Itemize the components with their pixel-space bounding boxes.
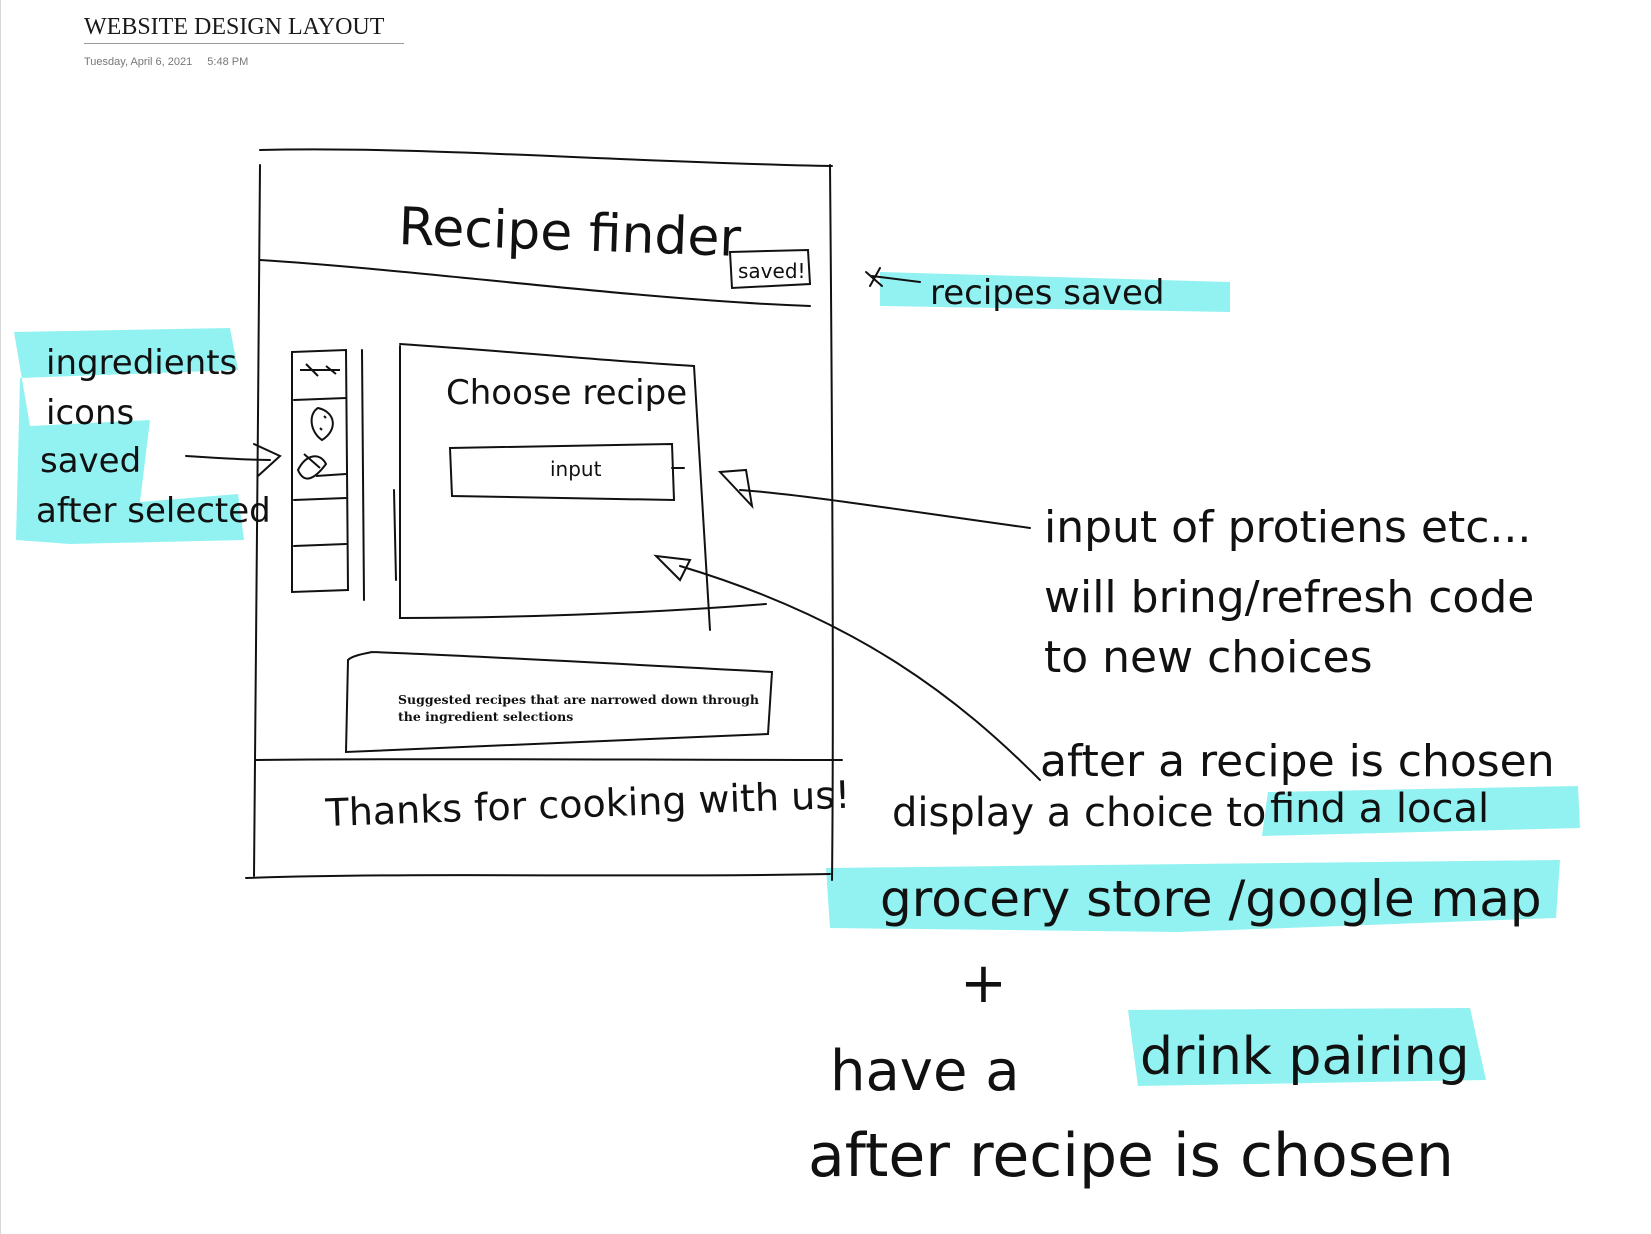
note-plus: + xyxy=(960,951,1007,1016)
highlight-grocery xyxy=(826,860,1560,932)
arrow-to-sidebar xyxy=(185,443,282,477)
note-grocery-map: grocery store /google map xyxy=(880,870,1542,928)
note-ingredients-3: saved xyxy=(40,441,141,481)
highlight-layer xyxy=(14,272,1580,1086)
page-edge xyxy=(0,0,1,1234)
wf-footer-text: Thanks for cooking with us! xyxy=(324,773,851,835)
page-frame-top xyxy=(259,148,833,167)
footer-divider xyxy=(255,758,843,761)
wireframe-sketch xyxy=(245,148,843,881)
note-have-a: have a xyxy=(830,1039,1020,1104)
saved-button-outline xyxy=(728,248,812,290)
arrow-to-input xyxy=(717,468,1031,529)
ingredient-icons xyxy=(296,363,347,480)
sidebar-outline xyxy=(291,348,365,601)
note-after-chosen: after a recipe is chosen xyxy=(1040,736,1555,787)
note-input-3: to new choices xyxy=(1044,632,1373,683)
arrow-to-saved xyxy=(865,267,921,287)
input-box-outline xyxy=(448,442,685,502)
fish-icon xyxy=(300,363,340,377)
wf-header-title: Recipe finder xyxy=(398,197,743,269)
highlight-find-local xyxy=(1262,786,1580,836)
note-display-choice: display a choice to xyxy=(892,790,1266,836)
note-ingredients-2: icons xyxy=(46,393,134,433)
note-input-2: will bring/refresh code xyxy=(1044,572,1534,623)
note-title: WEBSITE DESIGN LAYOUT xyxy=(84,14,404,44)
note-after-recipe: after recipe is chosen xyxy=(808,1121,1454,1191)
note-ingredients-4: after selected xyxy=(36,491,271,531)
note-ingredients-1: ingredients xyxy=(46,343,237,383)
page-frame-bottom xyxy=(245,873,831,879)
wf-input-label: input xyxy=(550,457,602,481)
wf-suggested-text: Suggested recipes that are narrowed down… xyxy=(398,692,759,724)
wf-panel-title: Choose recipe xyxy=(446,373,687,413)
main-panel-outline xyxy=(393,343,767,631)
note-drink-pairing: drink pairing xyxy=(1140,1027,1470,1087)
note-timestamp: Tuesday, April 6, 2021 5:48 PM xyxy=(84,56,260,68)
header-divider xyxy=(259,259,811,307)
page-frame-left xyxy=(253,164,261,877)
wf-saved-button: saved! xyxy=(738,259,806,283)
note-find-local: find a local xyxy=(1270,786,1489,832)
arrow-to-panel xyxy=(653,554,1041,781)
note-date: Tuesday, April 6, 2021 xyxy=(84,56,193,68)
highlight-recipes-saved xyxy=(880,272,1230,312)
highlight-ingredients xyxy=(14,328,244,544)
annotation-arrows xyxy=(185,267,1041,781)
suggested-box-outline xyxy=(344,651,774,754)
leaf-icon xyxy=(310,406,334,442)
page-frame-right xyxy=(829,164,834,881)
note-input-1: input of protiens etc... xyxy=(1044,502,1531,553)
note-recipes-saved: recipes saved xyxy=(930,273,1164,313)
note-time: 5:48 PM xyxy=(207,56,249,68)
highlight-drink-pairing xyxy=(1128,1008,1486,1086)
sidebar-rows xyxy=(293,397,347,547)
vegetables-icon xyxy=(296,453,347,480)
